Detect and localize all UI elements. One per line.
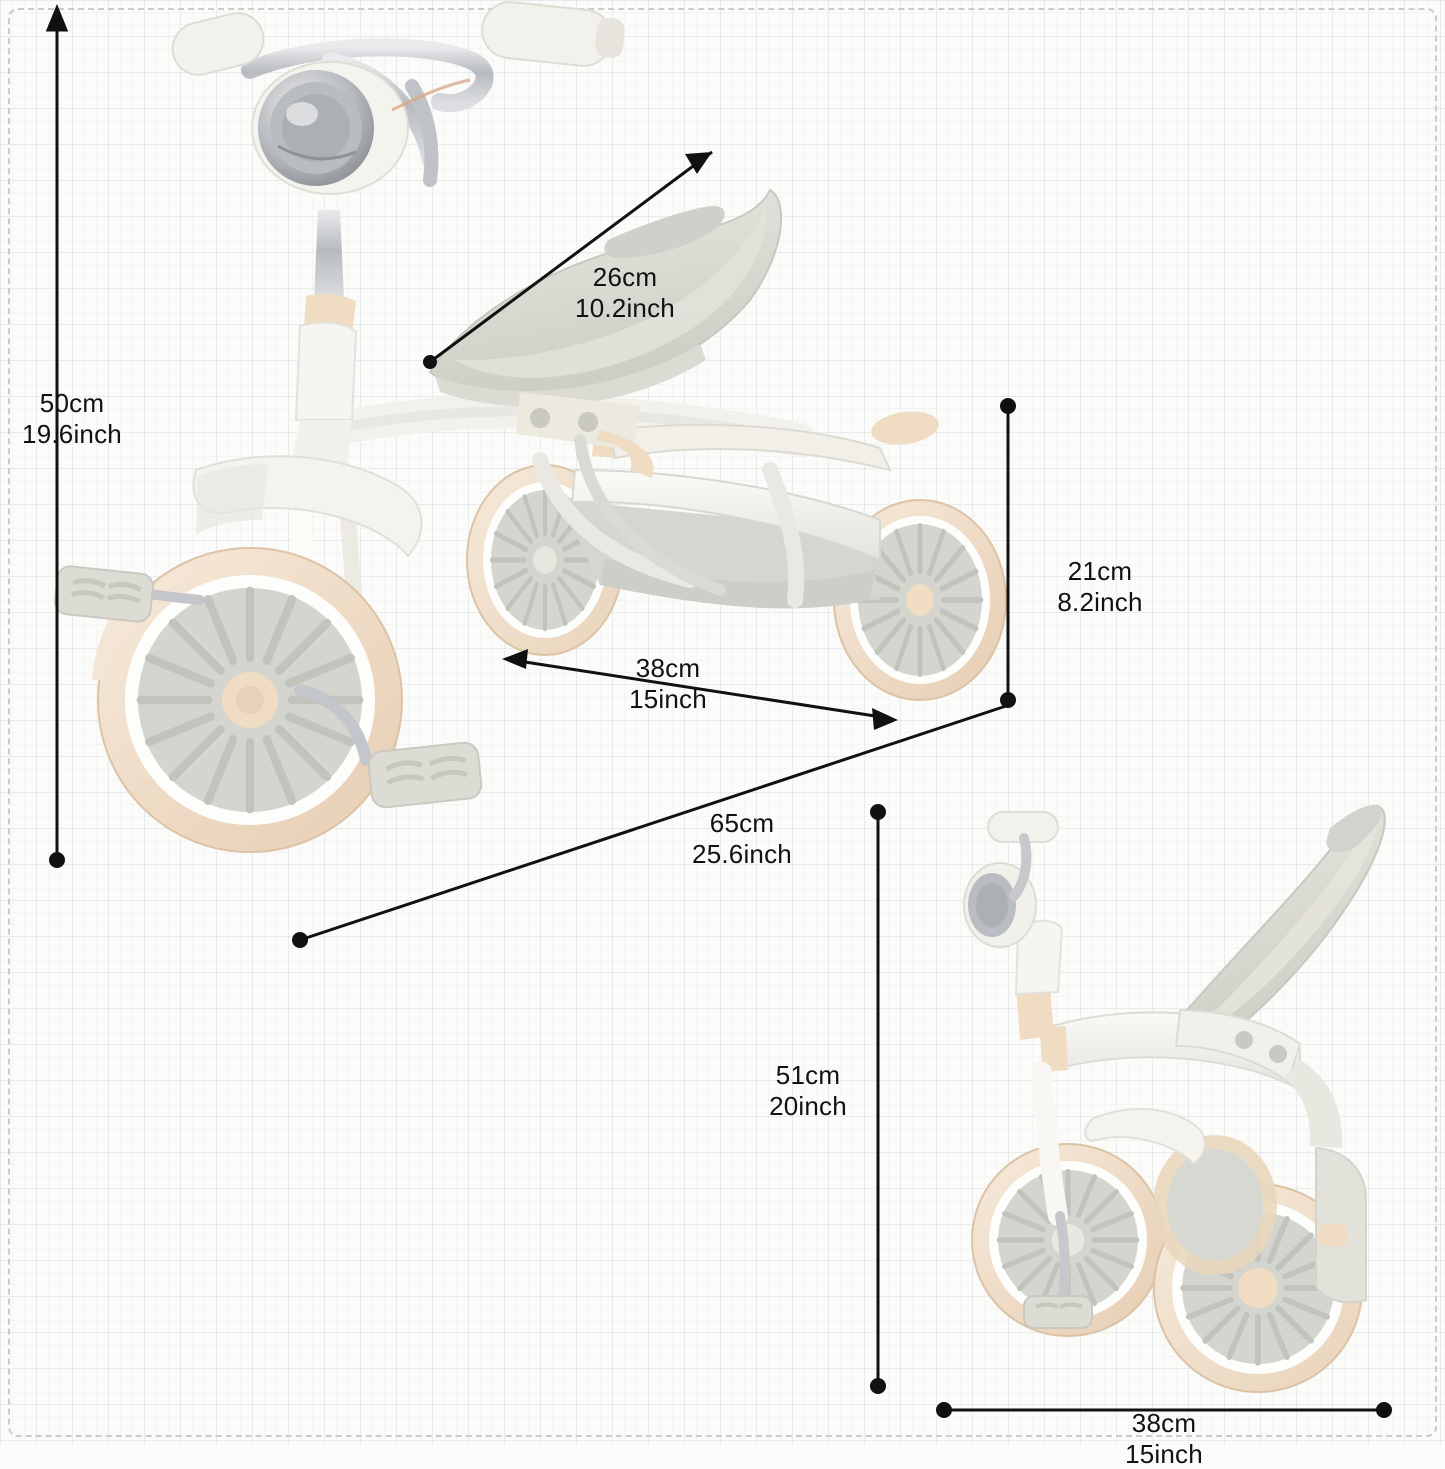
- dim-label-length-65cm: 65cm 25.6inch: [692, 808, 792, 869]
- dimension-lines: [45, 4, 1392, 1418]
- dim-line-height-50cm: [45, 4, 69, 868]
- dim-line-height-21cm: [1000, 398, 1016, 708]
- dim-line-seat-26cm: [423, 150, 713, 369]
- dim-line-length-65cm: [292, 704, 1007, 948]
- tricycle-folded-view: [963, 804, 1386, 1393]
- dim-line-width-38cm: [502, 649, 898, 730]
- dim-label-folded-width-38cm: 38cm 15inch: [1125, 1408, 1203, 1469]
- dim-label-width-38cm: 38cm 15inch: [629, 653, 707, 714]
- dim-label-height-50cm: 50cm 19.6inch: [22, 388, 122, 449]
- tricycle-main-view: [54, 1, 1007, 853]
- dim-line-folded-height-51cm: [870, 804, 886, 1394]
- dim-label-folded-height-51cm: 51cm 20inch: [769, 1060, 847, 1121]
- dim-label-seat-26cm: 26cm 10.2inch: [575, 262, 675, 323]
- dim-line-folded-width-38cm: [936, 1402, 1392, 1418]
- dim-label-height-21cm: 21cm 8.2inch: [1057, 556, 1143, 617]
